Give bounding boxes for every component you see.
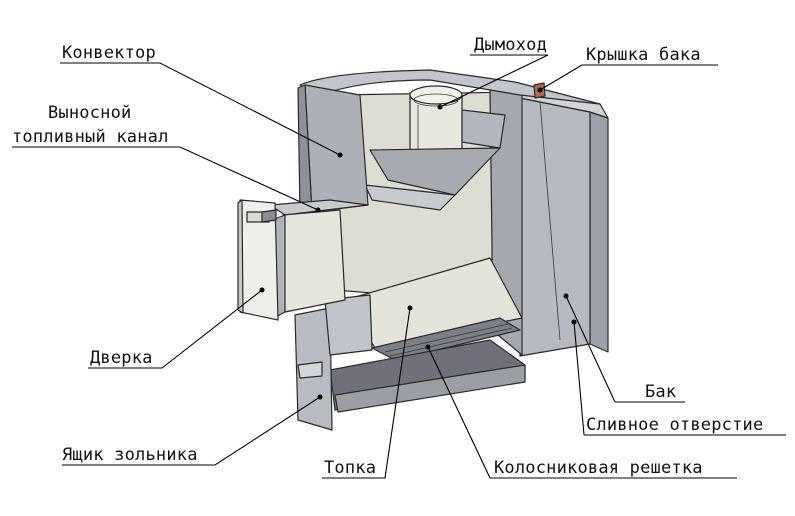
label-konvektor: Конвектор [62, 43, 156, 63]
label-slivnoe: Сливное отверстие [586, 415, 763, 435]
ash-drawer-handle [297, 361, 323, 379]
label-dverka: Дверка [90, 348, 153, 368]
deflector-plate-lower [364, 184, 456, 211]
labels: Конвектор Дымоход Крышка бака Выносной т… [12, 35, 763, 478]
fuel-channel-top [269, 199, 369, 216]
convector-panel [304, 84, 369, 213]
mid-column [324, 294, 373, 356]
label-dymokhod: Дымоход [474, 35, 547, 55]
tank-side-panel [589, 111, 609, 353]
fuel-channel-body [282, 209, 346, 313]
ash-pan-front [334, 364, 526, 413]
label-bak: Бак [645, 382, 676, 402]
label-yashchik: Ящик зольника [62, 445, 198, 465]
stove-top-cover [299, 69, 601, 105]
label-topka: Топка [324, 458, 376, 478]
label-vynosnoy: Выносной [48, 103, 131, 123]
stove-illustration [237, 69, 609, 431]
label-kolosnik: Колосниковая решетка [494, 458, 703, 478]
tank-front-panel [519, 97, 591, 357]
door [237, 199, 279, 321]
grate [371, 317, 521, 361]
label-kryshka-baka: Крышка бака [586, 45, 701, 65]
leader-lines [12, 54, 786, 479]
label-toplivny-kanal: топливный канал [12, 127, 169, 147]
side-bracket [461, 109, 506, 149]
